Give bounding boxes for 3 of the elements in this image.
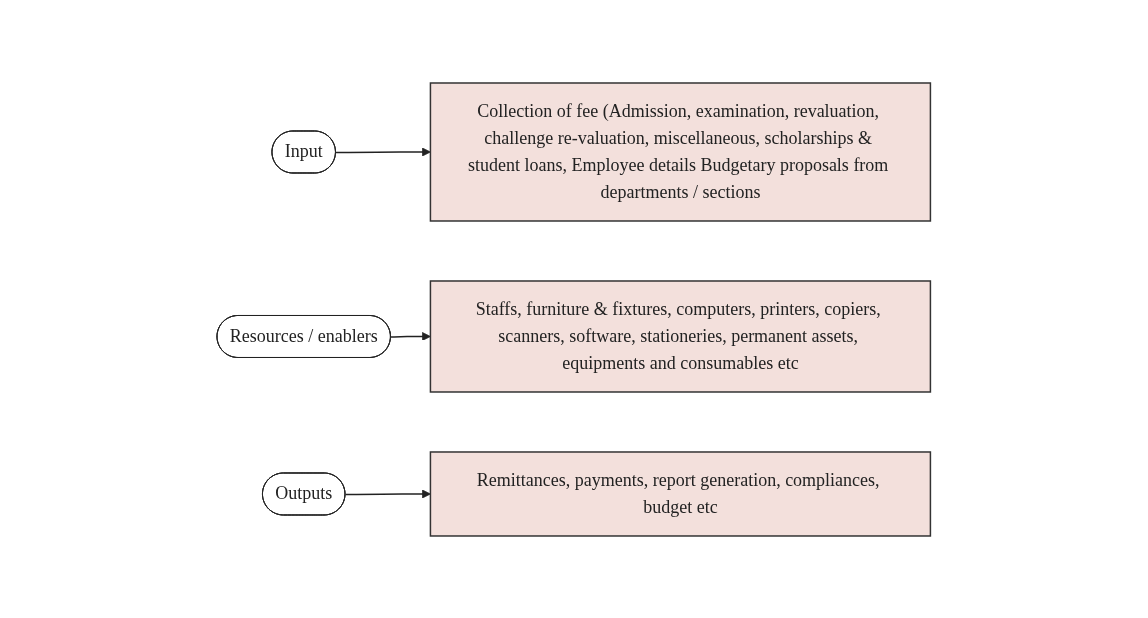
node-box: Staffs, furniture & fixtures, computers, printers, copiers, scanners, software, stationeries, permanent assets, equipments and consumables etc (429, 279, 932, 393)
node-box: Collection of fee (Admission, examination, revaluation, challenge re-valuation, miscellaneous, scholarships & student loans, Employee details Budgetary proposals from departments / sections (429, 81, 932, 222)
node-box: Remittances, payments, report generation, compliances, budget etc (429, 450, 932, 537)
